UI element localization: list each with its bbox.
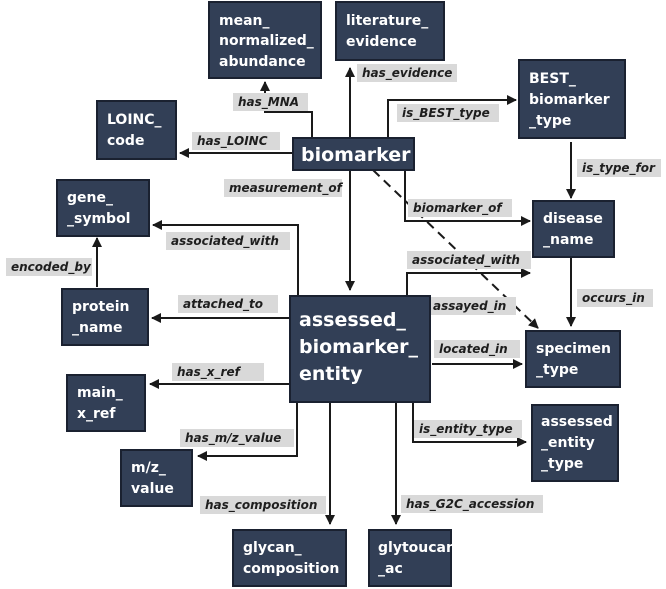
node-best-biomarker-type: BEST_ biomarker _type (518, 59, 626, 139)
label-attached-to: attached_to (178, 295, 278, 313)
label-has-mna: has_MNA (233, 93, 308, 111)
svg-text:attached_to: attached_to (183, 297, 263, 312)
svg-text:normalized_: normalized_ (219, 33, 314, 49)
svg-text:biomarker_: biomarker_ (299, 336, 419, 358)
svg-text:protein: protein (72, 299, 130, 315)
node-mean-normalized-abundance: mean_ normalized_ abundance (208, 1, 322, 79)
svg-text:mean_: mean_ (219, 13, 270, 29)
svg-text:_ac: _ac (378, 561, 403, 577)
svg-text:has_composition: has_composition (205, 498, 317, 513)
svg-text:assessed_: assessed_ (299, 309, 406, 331)
svg-text:_type: _type (536, 362, 578, 378)
svg-text:assessed: assessed (541, 414, 613, 430)
svg-text:assayed_in: assayed_in (433, 299, 506, 314)
svg-text:x_ref: x_ref (77, 406, 116, 422)
svg-text:BEST_: BEST_ (529, 71, 576, 87)
svg-text:main_: main_ (77, 385, 123, 401)
edge-labels: has_evidence has_MNA is_BEST_type has_LO… (6, 64, 661, 514)
svg-text:has_G2C_accession: has_G2C_accession (406, 497, 534, 512)
node-protein-name: protein _name (61, 288, 149, 346)
svg-text:has_LOINC: has_LOINC (197, 134, 268, 149)
node-assessed-entity-type: assessed _entity _type (531, 404, 619, 482)
svg-text:glytoucan: glytoucan (378, 540, 456, 556)
node-loinc-code: LOINC_ code (96, 100, 177, 160)
svg-text:entity: entity (299, 363, 363, 385)
nodes: mean_ normalized_ abundance literature_ … (56, 1, 626, 587)
label-has-evidence: has_evidence (357, 64, 457, 82)
edge-assayed-in (372, 169, 539, 329)
label-located-in: located_in (434, 340, 520, 358)
edge-biomarker-of (404, 170, 531, 226)
node-disease-name: disease _name (532, 200, 615, 258)
edge-is-best-type (387, 95, 517, 140)
svg-text:_entity: _entity (541, 435, 595, 451)
node-glytoucan-ac: glytoucan _ac (368, 529, 456, 587)
svg-text:associated_with: associated_with (412, 253, 520, 268)
node-mz-value: m/z_ value (120, 449, 193, 507)
label-biomarker-of: biomarker_of (408, 199, 512, 217)
label-occurs-in: occurs_in (577, 289, 653, 307)
node-specimen-type: specimen _type (525, 330, 621, 388)
node-glycan-composition: glycan_ composition (232, 529, 347, 587)
label-associated-with-right: associated_with (407, 251, 531, 269)
node-gene-symbol: gene_ _symbol (56, 179, 150, 237)
label-has-loinc: has_LOINC (192, 132, 280, 150)
svg-text:is_BEST_type: is_BEST_type (402, 106, 490, 121)
svg-text:biomarker_of: biomarker_of (413, 201, 503, 216)
label-is-entity-type: is_entity_type (414, 420, 522, 438)
label-is-best-type: is_BEST_type (397, 104, 499, 122)
label-has-mz-value: has_m/z_value (180, 429, 294, 447)
svg-text:glycan_: glycan_ (243, 540, 302, 556)
edge-associated-with-left (152, 220, 299, 295)
label-has-x-ref: has_x_ref (172, 363, 264, 381)
svg-text:occurs_in: occurs_in (582, 291, 645, 306)
svg-text:measurement_of: measurement_of (229, 181, 344, 196)
node-assessed-biomarker-entity: assessed_ biomarker_ entity (289, 295, 431, 403)
svg-text:_name: _name (72, 320, 123, 336)
svg-text:disease: disease (543, 211, 603, 227)
svg-text:literature_: literature_ (346, 13, 428, 29)
label-assayed-in: assayed_in (428, 297, 516, 315)
svg-text:composition: composition (243, 561, 339, 577)
svg-text:abundance: abundance (219, 54, 306, 70)
svg-text:gene_: gene_ (67, 190, 113, 206)
svg-text:_type: _type (529, 113, 571, 129)
svg-text:has_x_ref: has_x_ref (177, 365, 242, 380)
svg-text:is_entity_type: is_entity_type (419, 422, 513, 437)
svg-text:_type: _type (541, 456, 583, 472)
svg-text:encoded_by: encoded_by (11, 260, 92, 275)
edge-is-entity-type (412, 402, 527, 447)
svg-text:LOINC_: LOINC_ (107, 112, 162, 128)
svg-text:value: value (131, 481, 174, 497)
svg-text:associated_with: associated_with (171, 234, 279, 249)
label-is-type-for: is_type_for (577, 159, 661, 177)
svg-text:biomarker: biomarker (301, 144, 411, 166)
edge-associated-with-right (406, 268, 531, 295)
svg-text:has_MNA: has_MNA (238, 95, 299, 110)
svg-text:evidence: evidence (346, 34, 417, 50)
label-measurement-of: measurement_of (224, 179, 344, 197)
svg-text:_symbol: _symbol (67, 211, 131, 227)
node-main-x-ref: main_ x_ref (66, 374, 146, 432)
svg-text:is_type_for: is_type_for (582, 161, 656, 176)
label-has-composition: has_composition (200, 496, 326, 514)
svg-text:_name: _name (543, 232, 594, 248)
label-has-g2c-accession: has_G2C_accession (401, 495, 543, 513)
label-associated-with-left: associated_with (166, 232, 290, 250)
edges (92, 67, 576, 525)
svg-text:biomarker: biomarker (529, 92, 610, 108)
svg-text:specimen: specimen (536, 341, 611, 357)
label-encoded-by: encoded_by (6, 258, 92, 276)
node-biomarker: biomarker (292, 137, 415, 171)
svg-text:has_m/z_value: has_m/z_value (185, 431, 281, 446)
svg-text:located_in: located_in (439, 342, 508, 357)
svg-text:code: code (107, 133, 144, 149)
edge-has-mz-value (197, 402, 298, 461)
svg-text:m/z_: m/z_ (131, 460, 166, 476)
node-literature-evidence: literature_ evidence (335, 1, 445, 61)
svg-text:has_evidence: has_evidence (362, 66, 452, 81)
